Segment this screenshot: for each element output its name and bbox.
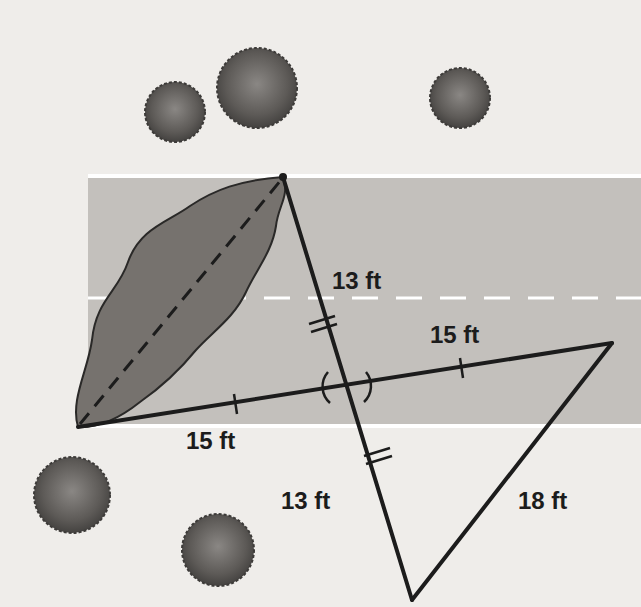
pond — [76, 177, 285, 427]
pond-width — [80, 180, 281, 424]
road-edge — [88, 424, 641, 428]
dimension-label: 13 ft — [279, 488, 332, 514]
marks — [234, 316, 463, 464]
dimension-label: 18 ft — [516, 488, 569, 514]
road-edge — [88, 174, 641, 178]
bushes — [34, 48, 490, 586]
triangles — [78, 177, 612, 600]
dimension-label: 13 ft — [330, 268, 383, 294]
dimension-label: 15 ft — [428, 322, 481, 348]
vertex — [279, 173, 287, 181]
dimension-label: 15 ft — [184, 428, 237, 454]
